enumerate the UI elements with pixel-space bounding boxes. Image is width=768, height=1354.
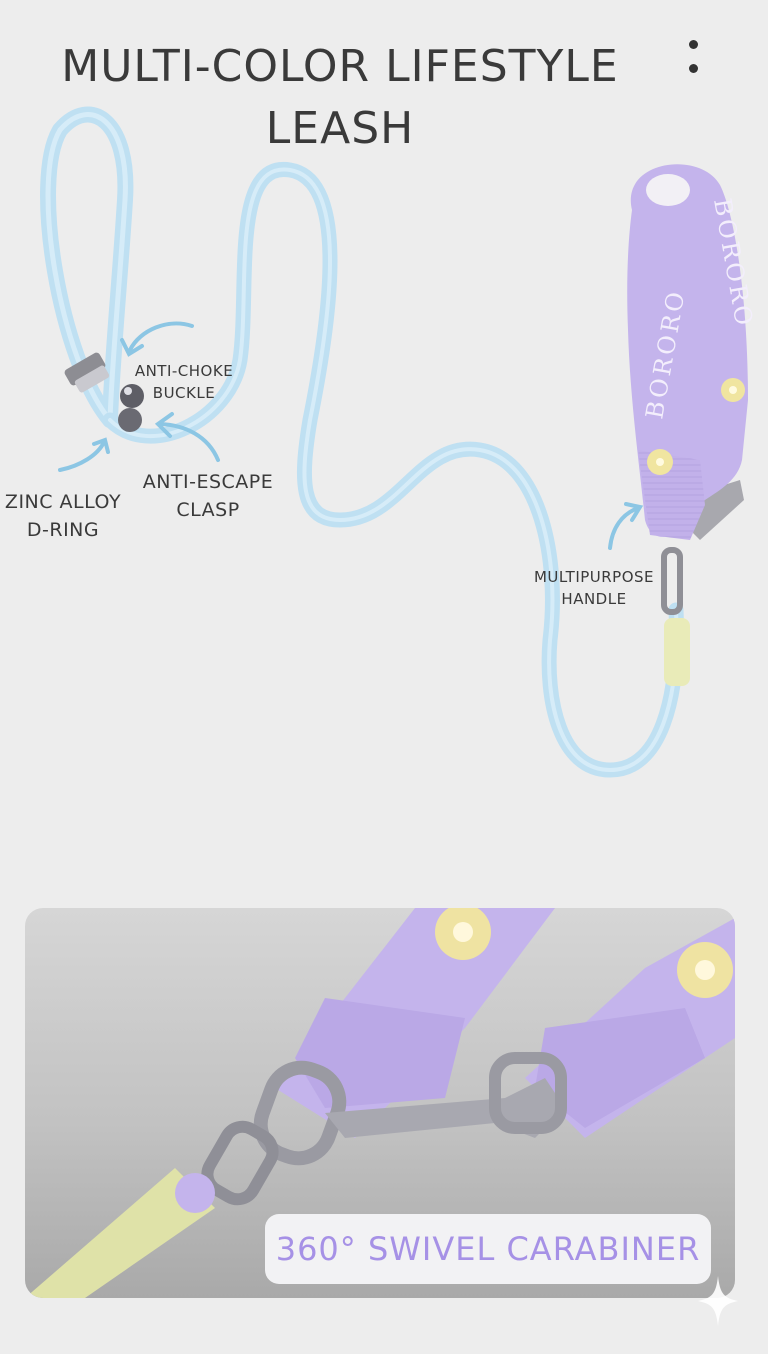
callout-zinc-alloy-d-ring: ZINC ALLOY D-RING (4, 491, 122, 541)
anti-choke-buckle (64, 352, 106, 386)
carabiner-image (25, 908, 735, 1298)
page-title: MULTI-COLOR LIFESTYLE LEASH (61, 41, 619, 154)
photo-caption: 360° SWIVEL CARABINER (265, 1214, 711, 1284)
sparkle-icon (698, 1276, 738, 1326)
handle-sleeve (664, 618, 690, 686)
callout-anti-escape-clasp: ANTI-ESCAPE CLASP (142, 471, 274, 521)
callout-anti-choke-buckle: ANTI-CHOKE BUCKLE (134, 362, 234, 402)
more-vertical-icon[interactable] (683, 38, 707, 82)
multipurpose-handle (627, 164, 748, 537)
arrow-icon (58, 321, 644, 550)
swivel-carabiner-photo: 360° SWIVEL CARABINER (25, 908, 735, 1298)
leash-illustration: BORORO BORORO (40, 106, 758, 778)
callout-multipurpose-handle: MULTIPURPOSE HANDLE (533, 568, 655, 608)
